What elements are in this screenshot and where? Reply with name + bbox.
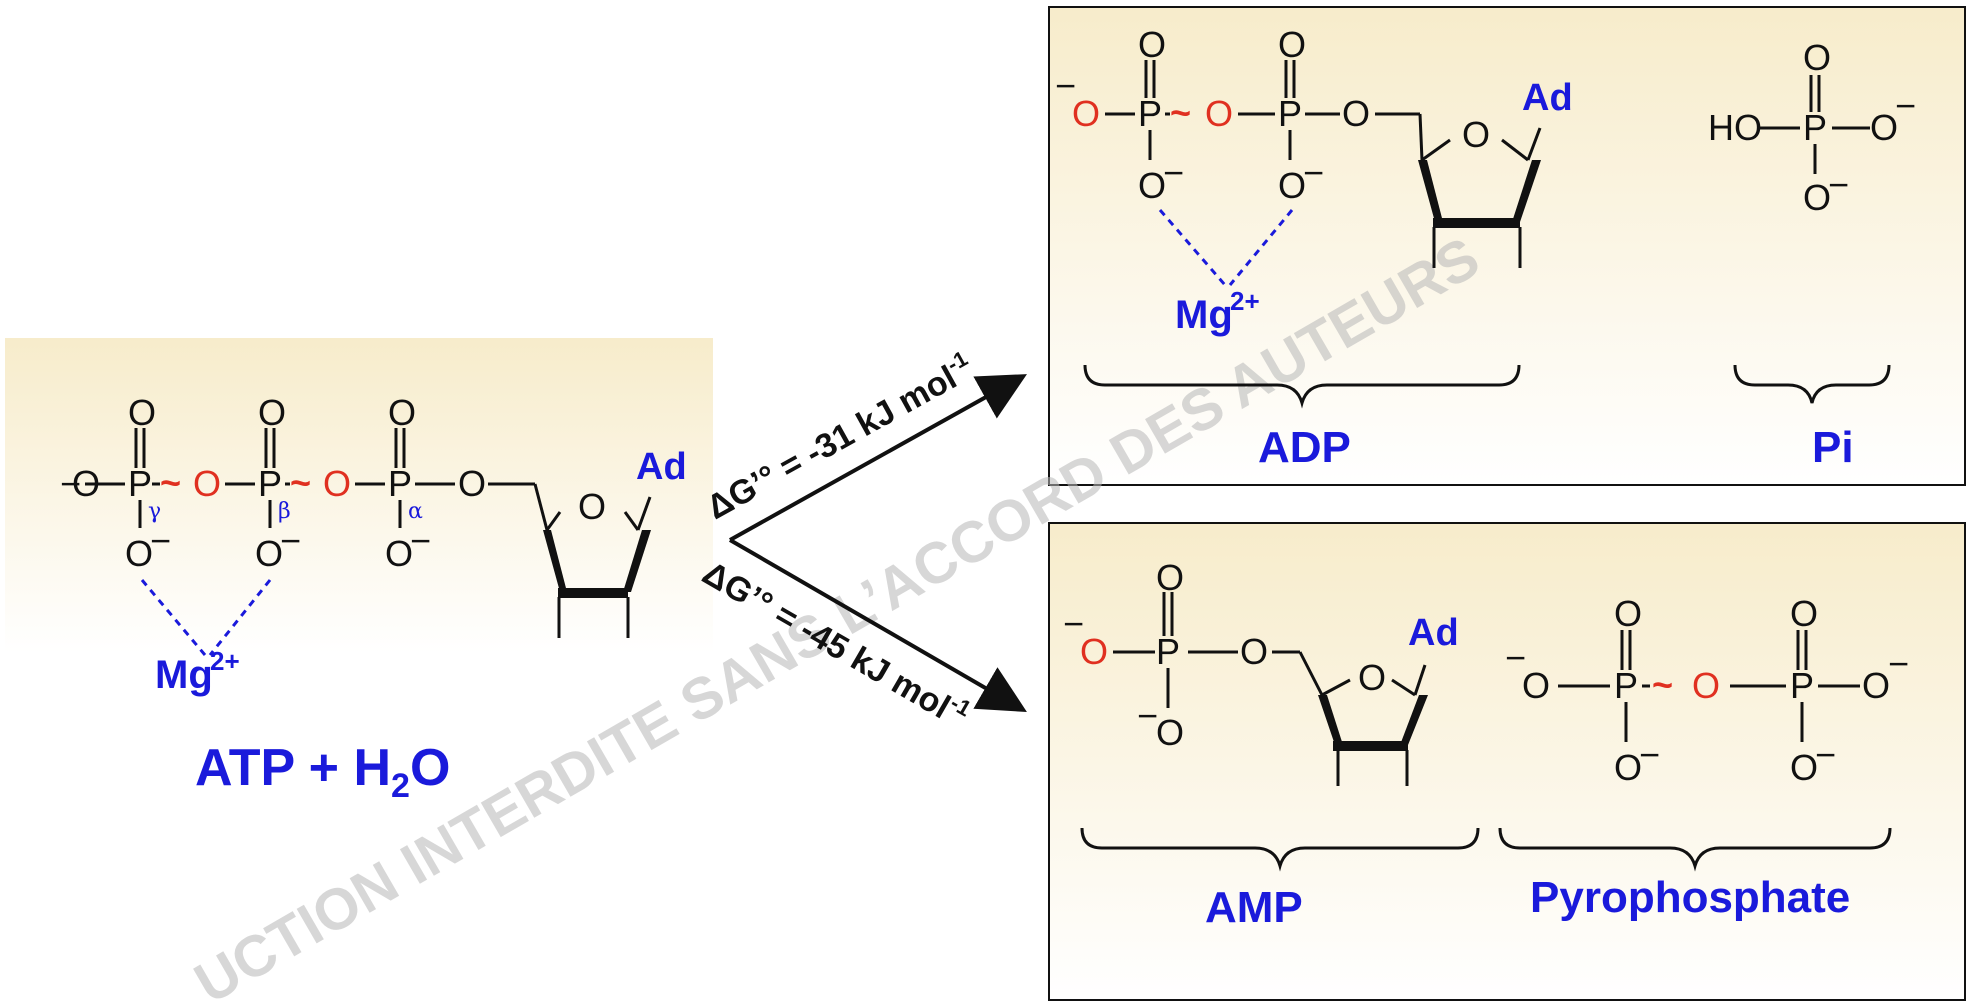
atp-terminal-o: O	[72, 463, 100, 504]
amp-p: P	[1156, 631, 1180, 672]
atp-ring-o: O	[578, 486, 606, 527]
ppi-oxo-1: O	[1614, 593, 1642, 634]
atp-tilde-2: ~	[290, 462, 311, 503]
amp-ring-o: O	[1358, 657, 1386, 698]
atp-minus-3: −	[410, 520, 431, 561]
adp-tilde: ~	[1170, 92, 1191, 133]
atp-o-minus-3: O	[385, 533, 413, 574]
amp-minus-terminal: −	[1063, 603, 1084, 644]
atp-tilde-1: ~	[160, 462, 181, 503]
reactant-label: ATP + H2O	[195, 739, 450, 805]
adp-o-minus-1: O	[1138, 165, 1166, 206]
arrow-to-amp	[728, 538, 1027, 713]
pyrophosphate-label: Pyrophosphate	[1530, 873, 1850, 922]
pi-p: P	[1803, 107, 1827, 148]
atp-bridge-o-2: O	[323, 463, 351, 504]
pi-o-bottom: O	[1803, 177, 1831, 218]
atp-o-minus-superscript: −	[60, 463, 81, 504]
adp-minus-1: −	[1163, 152, 1184, 193]
amp-ppi-panel	[1048, 522, 1966, 1001]
atp-ester-o: O	[458, 463, 486, 504]
label-gamma: γ	[148, 499, 161, 524]
atp-oxo-1: O	[128, 392, 156, 433]
atp-oxo-3: O	[388, 392, 416, 433]
adp-bridge-o: O	[1205, 93, 1233, 134]
atp-p-gamma: P	[128, 463, 152, 504]
amp-terminal-o: O	[1080, 631, 1108, 672]
label-beta: β	[278, 499, 291, 524]
amp-o-bottom: O	[1156, 712, 1184, 753]
ppi-o-right: O	[1862, 665, 1890, 706]
atp-minus-2: −	[280, 520, 301, 561]
atp-structure	[85, 428, 652, 656]
adp-terminal-o: O	[1072, 93, 1100, 134]
atp-minus-1: −	[150, 520, 171, 561]
amp-oxo: O	[1156, 557, 1184, 598]
atp-bridge-o-1: O	[193, 463, 221, 504]
adp-brace	[1083, 364, 1521, 409]
pi-ho: HO	[1708, 107, 1762, 148]
amp-adenine: Ad	[1408, 612, 1459, 654]
atp-mg-charge: 2+	[210, 646, 240, 676]
adp-adenine: Ad	[1522, 77, 1573, 119]
amp-ester-o: O	[1240, 631, 1268, 672]
adp-o-minus-2: O	[1278, 165, 1306, 206]
adp-mg: Mg	[1175, 293, 1233, 337]
adp-mg-charge: 2+	[1230, 286, 1260, 316]
label-alpha: α	[408, 499, 423, 524]
ppi-o-left: O	[1522, 665, 1550, 706]
adp-ring-o: O	[1462, 114, 1490, 155]
atp-adenine: Ad	[636, 446, 687, 488]
pi-structure	[1757, 75, 1870, 174]
atp-panel	[5, 338, 713, 653]
pi-minus-right: −	[1895, 85, 1916, 126]
pi-label: Pi	[1812, 423, 1854, 472]
ppi-bridge-o: O	[1692, 665, 1720, 706]
pi-o-right: O	[1870, 107, 1898, 148]
adp-p-alpha: P	[1278, 93, 1302, 134]
pi-brace	[1733, 364, 1891, 404]
adp-structure	[1105, 60, 1542, 286]
atp-p-alpha: P	[388, 463, 412, 504]
arrow-to-adp	[729, 374, 1027, 542]
atp-p-beta: P	[258, 463, 282, 504]
ppi-minus-left: −	[1505, 637, 1526, 678]
amp-brace	[1080, 827, 1480, 872]
amp-structure	[1113, 592, 1428, 786]
atp-oxo-2: O	[258, 392, 286, 433]
ppi-minus-bottom-1: −	[1639, 734, 1660, 775]
atp-o-minus-1: O	[125, 533, 153, 574]
ppi-o-bottom-1: O	[1614, 747, 1642, 788]
amp-minus-bottom: −	[1137, 695, 1158, 736]
ppi-tilde: ~	[1652, 664, 1673, 705]
ppi-o-bottom-2: O	[1790, 747, 1818, 788]
adp-p-beta: P	[1138, 93, 1162, 134]
adp-minus-2: −	[1303, 152, 1324, 193]
ppi-p-2: P	[1790, 665, 1814, 706]
pi-oxo: O	[1803, 37, 1831, 78]
reaction1-energy: ΔG’° = -31 kJ mol-1	[699, 346, 980, 527]
atp-o-minus-2: O	[255, 533, 283, 574]
adp-minus-terminal: −	[1055, 65, 1076, 106]
pyrophosphate-structure	[1558, 630, 1860, 742]
ppi-oxo-2: O	[1790, 593, 1818, 634]
amp-label: AMP	[1205, 883, 1303, 932]
ppi-p-1: P	[1614, 665, 1638, 706]
ppi-minus-bottom-2: −	[1815, 734, 1836, 775]
adp-oxo-1: O	[1138, 24, 1166, 65]
pi-minus-bottom: −	[1828, 164, 1849, 205]
adp-oxo-2: O	[1278, 24, 1306, 65]
atp-mg: Mg	[155, 653, 213, 697]
adp-label: ADP	[1258, 423, 1351, 472]
pyrophosphate-brace	[1498, 827, 1892, 872]
adp-ester-o: O	[1342, 93, 1370, 134]
ppi-minus-right: −	[1888, 643, 1909, 684]
